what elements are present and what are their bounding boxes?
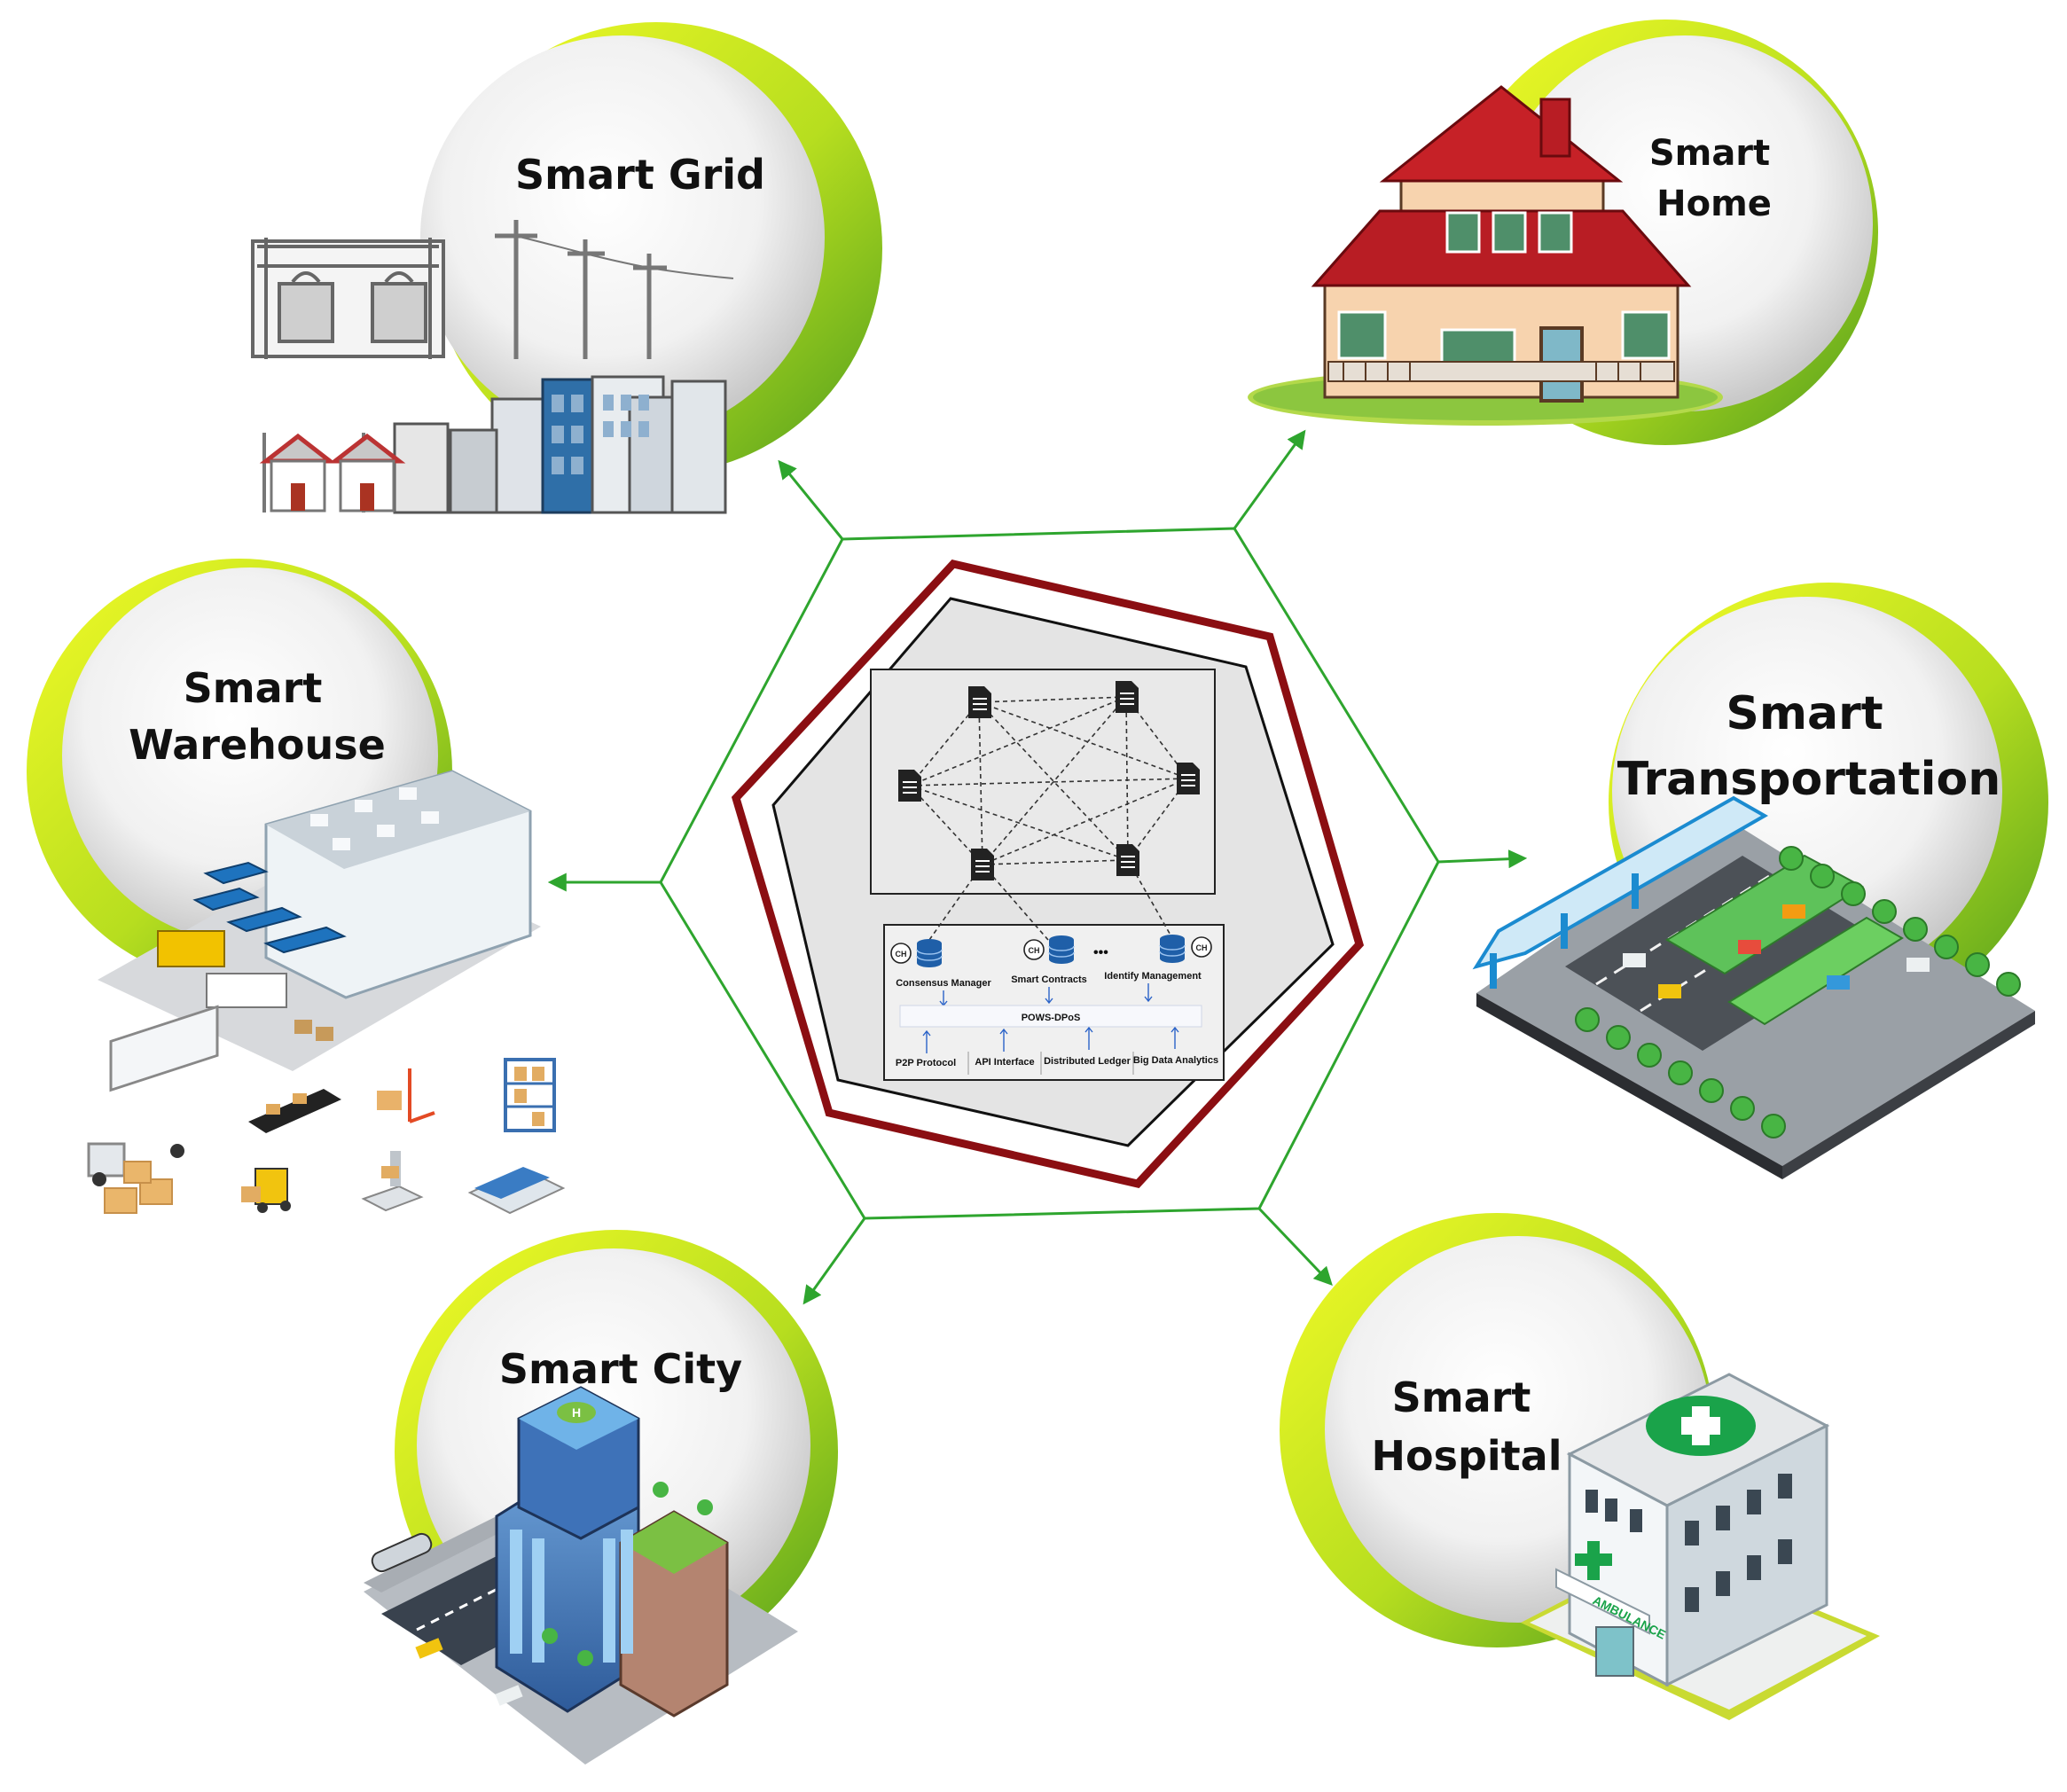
mini-warehouse-icon <box>467 1167 566 1215</box>
service-identify-management: Identify Management <box>1104 971 1202 982</box>
document-node-icon <box>1116 844 1139 876</box>
document-node-icon <box>898 770 921 802</box>
service-consensus-manager: Consensus Manager <box>896 978 991 989</box>
hand-truck-icon <box>377 1068 435 1123</box>
arrow-to-smart-transportation <box>1437 849 1528 869</box>
document-node-icon <box>1116 681 1139 713</box>
house-illustration <box>1248 85 1723 426</box>
layer-p2p-protocol: P2P Protocol <box>896 1058 956 1068</box>
layer-arrows <box>922 1026 1179 1053</box>
ch-label: CH <box>1029 946 1040 955</box>
forklift-icon <box>241 1168 291 1213</box>
truck-icon <box>87 1005 219 1186</box>
scale-icon <box>361 1151 424 1212</box>
ch-node-left: CH <box>890 943 912 964</box>
arrow-to-smart-hospital <box>1257 1207 1333 1287</box>
label-disc <box>420 35 825 440</box>
hospital-cross-icon <box>1646 1396 1756 1456</box>
hub-title-smart-hospital-line1: Smart <box>1392 1373 1531 1421</box>
service-smart-contracts: Smart Contracts <box>1011 974 1087 985</box>
document-node-icon <box>968 686 991 718</box>
arrow-to-smart-grid <box>778 459 844 540</box>
substation-icon <box>251 238 445 359</box>
ambulance-cross-icon <box>1575 1541 1612 1580</box>
smart-city-node: Smart City H <box>364 1230 838 1765</box>
shelving-icon <box>504 1058 556 1132</box>
layer-dividers <box>967 1052 1134 1075</box>
ch-label: CH <box>1196 943 1208 952</box>
hub-title-smart-transportation-line2: Transportation <box>1617 753 2000 806</box>
smart-grid-node: Smart Grid <box>251 22 882 514</box>
hub-title-smart-grid: Smart Grid <box>515 151 765 199</box>
arrow-to-smart-home <box>1233 429 1306 529</box>
consensus-label: POWS-DPoS <box>1022 1013 1081 1023</box>
consensus-bar <box>899 1005 1202 1028</box>
hub-title-smart-warehouse-line1: Smart <box>184 664 323 712</box>
hospital-illustration: AMBULANCE <box>1521 1373 1880 1720</box>
ch-node-right: CH <box>1191 936 1212 958</box>
database-icon <box>916 939 943 967</box>
hub-title-smart-home-line1: Smart <box>1649 133 1770 174</box>
helipad-letter: H <box>572 1405 581 1420</box>
ch-node-middle: CH <box>1023 939 1045 960</box>
hub-title-smart-home-line2: Home <box>1656 184 1772 224</box>
document-node-icon <box>971 849 994 880</box>
hub-title-smart-city: Smart City <box>499 1345 742 1393</box>
conveyor-icon <box>248 1089 341 1133</box>
outer-red-hexagon <box>731 560 1365 1188</box>
transport-illustration <box>1472 795 2035 1179</box>
city-illustration: H <box>364 1386 798 1765</box>
smart-home-node: Smart Home <box>1248 20 1878 445</box>
cars <box>1623 904 1930 998</box>
hub-title-smart-transportation-line1: Smart <box>1726 687 1883 740</box>
smart-transportation-node: Smart Transportation <box>1472 583 2048 1179</box>
blockchain-architecture-panel: CH CH ••• CH Consensus Manager Smart Con… <box>731 560 1365 1188</box>
layer-api-interface: API Interface <box>975 1057 1034 1068</box>
database-icon <box>1159 935 1186 963</box>
more-nodes-ellipsis: ••• <box>1093 945 1108 960</box>
smart-warehouse-node: Smart Warehouse <box>27 559 566 1215</box>
smart-hospital-node: Smart Hospital AMBULANCE <box>1280 1213 1880 1720</box>
utility-poles-icon <box>495 220 734 359</box>
ch-label: CH <box>896 950 907 959</box>
hub-title-smart-warehouse-line2: Warehouse <box>129 721 386 769</box>
network-frame <box>870 669 1216 895</box>
city-buildings-icon <box>393 375 727 514</box>
arrow-to-smart-city <box>803 1217 866 1305</box>
hub-title-smart-hospital-line2: Hospital <box>1372 1432 1562 1480</box>
connector-hexagon <box>547 429 1528 1305</box>
trees <box>1575 846 2021 1139</box>
layer-distributed-ledger: Distributed Ledger <box>1044 1056 1131 1067</box>
helipad-icon: H <box>557 1402 596 1423</box>
houses-and-poles-icon <box>259 433 406 513</box>
boxes-icon <box>104 1161 173 1214</box>
warehouse-illustration <box>87 770 566 1215</box>
network-nodes <box>898 681 1200 880</box>
layer-big-data-analytics: Big Data Analytics <box>1133 1055 1218 1066</box>
database-icon <box>1048 935 1075 964</box>
document-node-icon <box>1177 763 1200 794</box>
